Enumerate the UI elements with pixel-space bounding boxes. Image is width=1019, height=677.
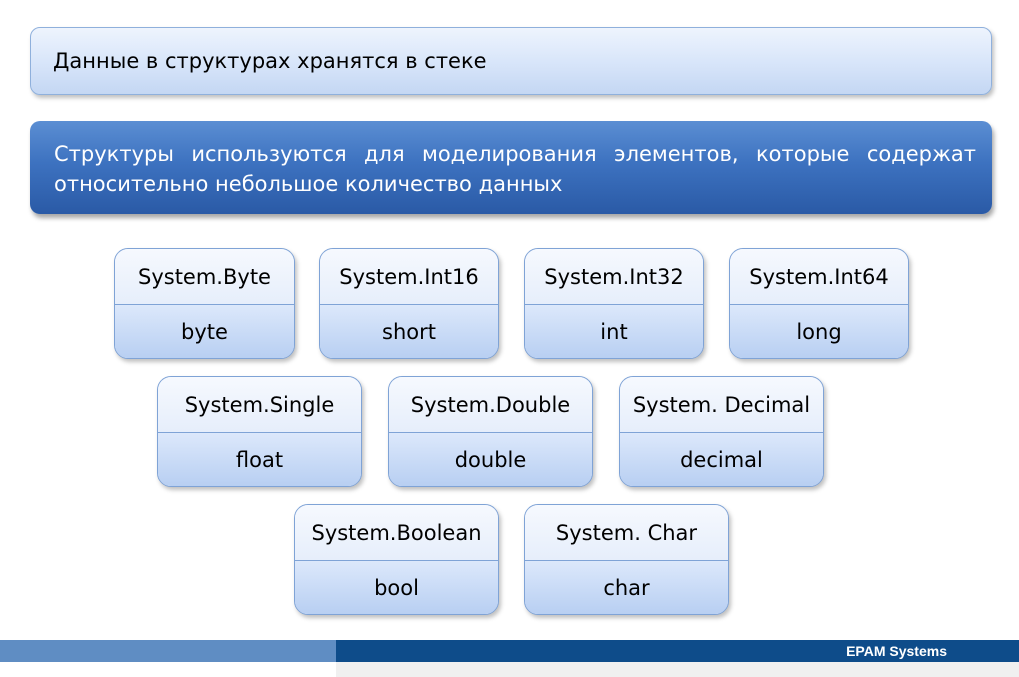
description-banner: Структуры используются для моделирования… [30,121,992,214]
type-alias: byte [115,305,294,358]
type-box-long: System.Int64 long [729,248,909,359]
system-type-name: System.Double [389,377,592,433]
type-alias: long [730,305,908,358]
type-alias: decimal [620,433,823,486]
system-type-name: System.Int64 [730,249,908,305]
system-type-name: System.Int32 [525,249,703,305]
type-box-bool: System.Boolean bool [294,504,499,615]
system-type-name: System.Single [158,377,361,433]
system-type-name: System.Byte [115,249,294,305]
type-box-int: System.Int32 int [524,248,704,359]
type-box-float: System.Single float [157,376,362,487]
type-alias: double [389,433,592,486]
type-box-byte: System.Byte byte [114,248,295,359]
footer-bar: EPAM Systems [336,640,1019,662]
footer-divider [336,662,1019,677]
system-type-name: System.Boolean [295,505,498,561]
header-text: Данные в структурах хранятся в стеке [53,49,487,73]
system-type-name: System.Int16 [320,249,498,305]
type-alias: short [320,305,498,358]
type-box-short: System.Int16 short [319,248,499,359]
header-banner: Данные в структурах хранятся в стеке [30,27,992,95]
footer-company-name: EPAM Systems [846,643,947,659]
footer-accent-bar [0,640,336,662]
type-box-decimal: System. Decimal decimal [619,376,824,487]
system-type-name: System. Decimal [620,377,823,433]
type-box-double: System.Double double [388,376,593,487]
description-text: Структуры используются для моделирования… [54,142,976,196]
type-alias: char [525,561,728,614]
type-alias: bool [295,561,498,614]
system-type-name: System. Char [525,505,728,561]
type-alias: float [158,433,361,486]
type-box-char: System. Char char [524,504,729,615]
type-alias: int [525,305,703,358]
